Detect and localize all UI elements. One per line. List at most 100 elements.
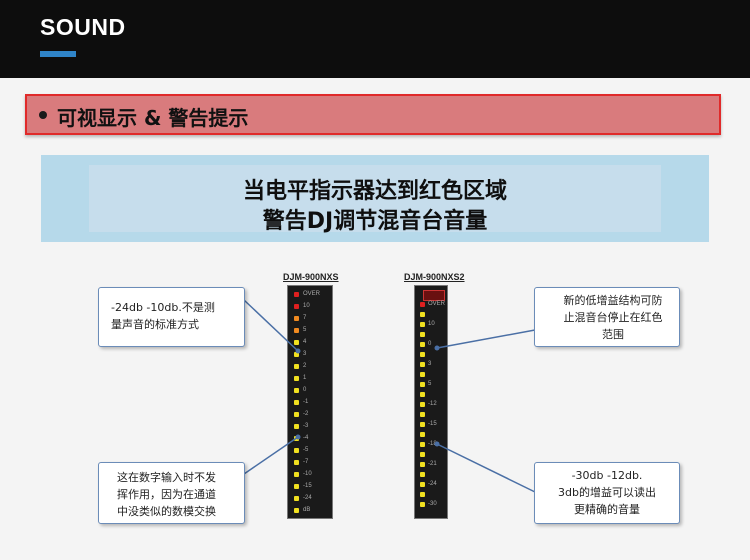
meter-led bbox=[294, 340, 299, 345]
section-heading-bar: 可视显示 & 警告提示 bbox=[25, 94, 721, 135]
meter-tick-label: -30 bbox=[428, 501, 437, 507]
meter-led bbox=[420, 342, 425, 347]
callout-text: 3db的增益可以读出 bbox=[558, 486, 656, 499]
meter-led bbox=[420, 412, 425, 417]
meter-led bbox=[294, 304, 299, 309]
callout-text: 更精确的音量 bbox=[574, 503, 640, 516]
connector-bottom-left bbox=[243, 436, 299, 475]
meter-led bbox=[420, 302, 425, 307]
meter-led bbox=[420, 352, 425, 357]
meter-tick-label: OVER bbox=[428, 301, 446, 307]
meter-led bbox=[420, 472, 425, 477]
callout-text: 这在数字输入时不发 bbox=[117, 471, 216, 484]
meter-led bbox=[420, 492, 425, 497]
meter-tick-label: 5 bbox=[303, 327, 307, 333]
meter-tick-label: -2 bbox=[303, 411, 309, 417]
meter-led bbox=[294, 472, 299, 477]
warning-banner: 当电平指示器达到红色区域 警告DJ调节混音台音量 bbox=[41, 155, 709, 242]
meter-led bbox=[420, 482, 425, 487]
meter-led bbox=[294, 424, 299, 429]
page-title: SOUND bbox=[40, 14, 126, 40]
meter-led bbox=[294, 316, 299, 321]
meter-tick-label: 4 bbox=[303, 339, 307, 345]
meter-led bbox=[420, 322, 425, 327]
connector-bottom-right bbox=[436, 443, 536, 493]
meter-tick-label: 2 bbox=[303, 363, 307, 369]
meter-led bbox=[294, 400, 299, 405]
meter-led bbox=[294, 364, 299, 369]
meter-tick-label: 1 bbox=[303, 375, 307, 381]
meter-led bbox=[420, 422, 425, 427]
meter-led bbox=[294, 412, 299, 417]
meter-tick-label: dB bbox=[303, 507, 311, 513]
meter-led bbox=[420, 462, 425, 467]
left-meter-label: DJM-900NXS bbox=[283, 272, 339, 282]
meter-led bbox=[294, 496, 299, 501]
meter-tick-label: 10 bbox=[428, 321, 435, 327]
meter-led bbox=[420, 442, 425, 447]
bullet-icon bbox=[39, 111, 47, 119]
meter-led bbox=[420, 502, 425, 507]
meter-led bbox=[420, 332, 425, 337]
meter-tick-label: 5 bbox=[428, 381, 432, 387]
connector-top-right bbox=[436, 329, 536, 349]
callout-text: -30db -12db. bbox=[571, 469, 643, 482]
callout-text: 止混音台停止在红色 bbox=[563, 311, 663, 324]
meter-led bbox=[420, 402, 425, 407]
meter-led bbox=[294, 352, 299, 357]
meter-led bbox=[420, 362, 425, 367]
meter-led bbox=[420, 432, 425, 437]
meter-led bbox=[420, 372, 425, 377]
meter-led bbox=[294, 388, 299, 393]
header-bar: SOUND bbox=[0, 0, 750, 78]
meter-tick-label: -10 bbox=[303, 471, 312, 477]
meter-tick-label: 10 bbox=[303, 303, 310, 309]
callout-top-right: 新的低增益结构可防 止混音台停止在红色 范围 bbox=[534, 287, 680, 347]
connector-dot-bottom-right bbox=[434, 441, 440, 447]
banner-line-2: 警告DJ调节混音台音量 bbox=[262, 209, 488, 234]
meter-led bbox=[420, 392, 425, 397]
meter-led bbox=[294, 292, 299, 297]
meter-led bbox=[420, 452, 425, 457]
meter-led bbox=[420, 382, 425, 387]
meter-tick-label: 7 bbox=[303, 315, 307, 321]
banner-line-1: 当电平指示器达到红色区域 bbox=[242, 179, 507, 204]
meter-tick-label: 3 bbox=[428, 361, 432, 367]
callout-text: 挥作用，因为在通道 bbox=[117, 488, 216, 501]
meter-tick-label: -4 bbox=[303, 435, 309, 441]
meter-led bbox=[294, 460, 299, 465]
callout-bottom-right: -30db -12db. 3db的增益可以读出 更精确的音量 bbox=[534, 462, 680, 524]
meter-tick-label: -21 bbox=[428, 461, 437, 467]
callout-text: 范围 bbox=[602, 328, 624, 341]
over-indicator bbox=[423, 290, 445, 301]
meter-led bbox=[420, 312, 425, 317]
meter-tick-label: -15 bbox=[303, 483, 312, 489]
meter-led bbox=[294, 376, 299, 381]
banner-inner-panel bbox=[89, 165, 661, 232]
callout-text: 中没类似的数模交换 bbox=[117, 505, 216, 518]
connector-dot-top-left bbox=[295, 348, 301, 354]
connector-top-left bbox=[243, 299, 299, 352]
meter-tick-label: -18 bbox=[428, 441, 437, 447]
meter-tick-label: 3 bbox=[303, 351, 307, 357]
callout-text: -24db -10db.不是测 bbox=[111, 301, 215, 314]
callout-top-left: -24db -10db.不是测 量声音的标准方式 bbox=[98, 287, 245, 347]
meter-tick-label: -7 bbox=[303, 459, 309, 465]
meter-tick-label: OVER bbox=[303, 291, 321, 297]
title-underline bbox=[40, 51, 76, 57]
meter-tick-label: -5 bbox=[303, 447, 309, 453]
meter-tick-label: -24 bbox=[428, 481, 437, 487]
meter-tick-label: -12 bbox=[428, 401, 437, 407]
connector-dot-bottom-left bbox=[295, 434, 301, 440]
meter-led bbox=[294, 328, 299, 333]
callout-text: 新的低增益结构可防 bbox=[563, 294, 663, 307]
section-title: 可视显示 & 警告提示 bbox=[57, 106, 249, 130]
meter-led bbox=[294, 448, 299, 453]
meter-tick-label: -24 bbox=[303, 495, 312, 501]
meter-tick-label: -3 bbox=[303, 423, 309, 429]
callout-bottom-left: 这在数字输入时不发 挥作用，因为在通道 中没类似的数模交换 bbox=[98, 462, 245, 524]
callout-text: 量声音的标准方式 bbox=[111, 318, 199, 331]
